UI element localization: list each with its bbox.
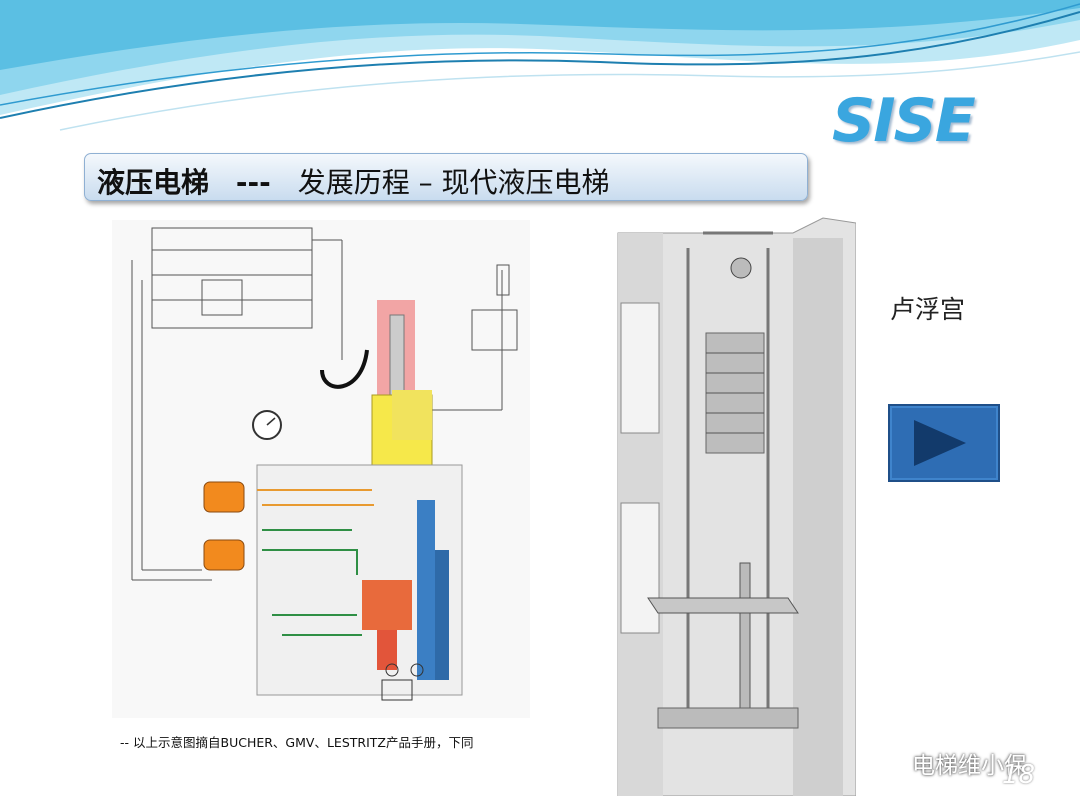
slide-title: 液压电梯 --- 发展历程 – 现代液压电梯 <box>97 161 610 201</box>
wechat-icon <box>861 743 904 776</box>
hydraulic-valve-diagram <box>112 220 530 718</box>
title-rest: 发展历程 – 现代液压电梯 <box>297 166 610 199</box>
play-video-button[interactable] <box>888 404 1000 482</box>
title-bar: 液压电梯 --- 发展历程 – 现代液压电梯 <box>84 153 808 201</box>
page-number: 18 <box>1002 760 1036 790</box>
header-wave-decoration <box>0 0 1080 131</box>
title-separator: --- <box>235 166 271 199</box>
title-bold: 液压电梯 <box>97 166 210 199</box>
louvre-label: 卢浮宫 <box>890 295 966 324</box>
play-icon <box>914 420 966 466</box>
source-caption: -- 以上示意图摘自BUCHER、GMV、LESTRITZ产品手册，下同 <box>120 735 474 750</box>
sise-logo: SISE <box>832 86 976 156</box>
watermark-text: 电梯维小保 <box>912 753 1027 779</box>
elevator-shaft-illustration <box>598 213 856 796</box>
